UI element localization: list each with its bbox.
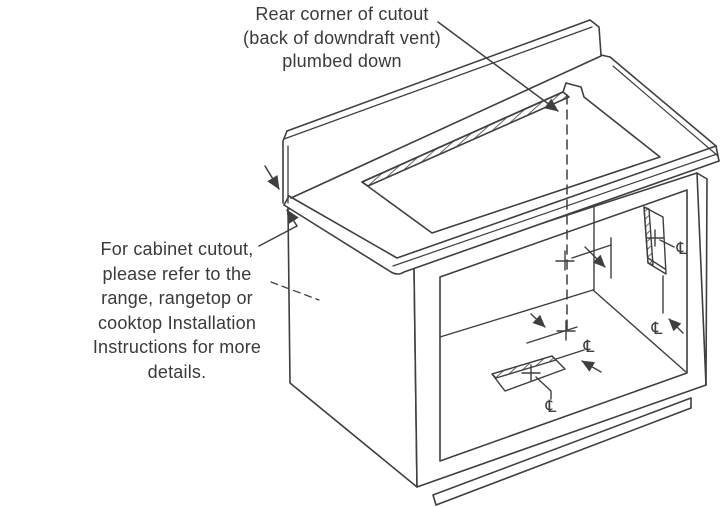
- top-annotation-line: (back of downdraft vent): [243, 27, 441, 48]
- top-annotation-line: Rear corner of cutout: [255, 4, 429, 24]
- counter-thickness-arrow-up: [286, 209, 299, 227]
- cabinet-body: [287, 172, 708, 506]
- cabinet-front-frame: [413, 172, 708, 488]
- backsplash: [282, 19, 602, 204]
- counter-right-underside: [612, 65, 719, 157]
- counter-lip-line: [392, 153, 718, 267]
- countertop: [282, 19, 720, 275]
- backsplash-base-line: [290, 55, 602, 199]
- left-annotation-line: please refer to the: [102, 263, 252, 284]
- centerline-symbol: ℄: [545, 397, 557, 417]
- upper-dimension-leader: [571, 244, 612, 259]
- countertop-mask: [283, 20, 719, 273]
- counter-top-edge: [288, 145, 717, 259]
- right-wall-bottom-edge: [592, 289, 687, 373]
- left-annotation-line: details.: [147, 361, 207, 382]
- wall-cutout: [643, 206, 675, 314]
- wall-cutout-hatch: [643, 206, 654, 266]
- wall-centerline-arrow: [668, 318, 684, 334]
- centerline-symbol: ℄: [676, 239, 688, 259]
- dimension-marks: [526, 237, 684, 373]
- cabinet-interior: ℄ ℄ ℄ ℄: [439, 191, 688, 417]
- front-right-corner-edge: [696, 172, 708, 386]
- counter-cutout: [361, 82, 661, 234]
- top-note-arrow: [437, 21, 559, 112]
- counter-right-edge: [600, 54, 720, 162]
- lower-extension-line: [526, 326, 578, 344]
- left-annotation-line: Instructions for more: [92, 337, 262, 357]
- hidden-edge-dashed-line: [270, 281, 320, 301]
- upper-dimension-arrow: [584, 246, 606, 268]
- floor-cutout-leader-2: [555, 349, 585, 360]
- counter-cutout-hatch: [361, 91, 570, 187]
- top-annotation: Rear corner of cutout (back of downdraft…: [182, 3, 502, 74]
- wall-cutout-cross-mark: [645, 229, 665, 247]
- centerline-symbol: ℄: [583, 337, 595, 357]
- left-annotation-line: For cabinet cutout,: [100, 239, 254, 259]
- counter-thickness-arrow-down: [264, 165, 280, 190]
- floor-cutout-hatch: [491, 355, 557, 379]
- overlay-marks: [258, 21, 568, 333]
- floor-cutout-cross-mark: [521, 364, 541, 382]
- wall-cutout-leader: [659, 239, 675, 248]
- lower-dimension-arrow: [530, 313, 546, 328]
- centerline-symbol: ℄: [651, 319, 663, 339]
- floor-cutout: [491, 349, 585, 400]
- upper-cross-mark: [555, 250, 575, 271]
- centerline-symbols: ℄ ℄ ℄ ℄: [545, 239, 688, 417]
- left-note-leader: [258, 225, 298, 247]
- left-annotation: For cabinet cutout, please refer to the …: [62, 237, 292, 384]
- wall-cutout-inner-line: [647, 257, 666, 270]
- left-annotation-line: range, rangetop or: [101, 288, 253, 308]
- floor-cutout-leader: [535, 376, 552, 400]
- counter-left-end-cap: [283, 195, 290, 206]
- cabinet-base: [432, 397, 692, 506]
- floor-centerline-arrow: [581, 360, 602, 373]
- left-annotation-line: cooktop Installation: [97, 312, 257, 333]
- counter-edges: [283, 54, 720, 275]
- top-annotation-line: plumbed down: [282, 51, 402, 71]
- counter-bottom-edge: [283, 160, 720, 275]
